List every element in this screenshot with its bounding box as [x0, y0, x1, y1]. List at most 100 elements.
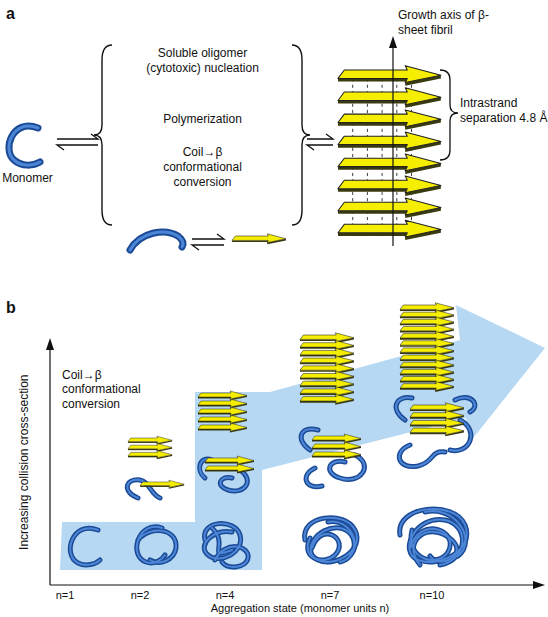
strand [338, 88, 441, 108]
backward-half-arrow [57, 145, 98, 150]
node-text: Soluble oligomer (cytotoxic) nucleation [145, 46, 260, 76]
strand [410, 411, 464, 421]
strand [300, 348, 354, 358]
strand [312, 442, 361, 452]
coil [137, 527, 176, 563]
strand [312, 434, 361, 444]
right-brace [292, 45, 310, 225]
monomer-group: Monomer [0, 115, 55, 190]
monomer-coil [9, 126, 40, 165]
tick-label: n=10 [412, 589, 452, 602]
fibril-stack [128, 436, 172, 459]
coil [204, 524, 248, 567]
strand [198, 407, 247, 417]
coil [200, 459, 248, 491]
coil-outlines [70, 397, 475, 566]
tick-label: n=7 [310, 589, 350, 602]
axis-title: Aggregation state (monomer units n) [150, 602, 450, 615]
tick-label: n=4 [205, 589, 245, 602]
coil [396, 397, 475, 466]
coil [400, 509, 467, 565]
tick-label: n=1 [45, 589, 85, 602]
strand [300, 387, 354, 397]
node-text: Polymerization [130, 112, 275, 127]
coil-highlight [9, 126, 40, 165]
arrow-head [389, 36, 397, 48]
strand [140, 480, 184, 489]
arrow-head [533, 581, 545, 589]
axis-title: Increasing collision cross-section [17, 332, 31, 592]
left-brace [94, 45, 112, 225]
coil [204, 524, 248, 567]
forward-half-arrow [57, 134, 98, 139]
coil-outline [130, 232, 183, 250]
strand [338, 220, 441, 240]
strand [128, 443, 172, 452]
node-text: Growth axis of β-sheet fibril [398, 8, 508, 38]
node-text: Intrastrand separation 4.8 Å [460, 96, 548, 126]
coil [137, 527, 176, 563]
hydrogen-bonds [353, 78, 412, 232]
node-text: Coil→β conformational conversion [155, 145, 250, 190]
strand [312, 450, 361, 460]
mixed-aggregate [312, 434, 361, 460]
strand [400, 339, 454, 349]
strand [128, 451, 172, 460]
equilibrium-connector [57, 134, 98, 150]
equilibrium-connector [307, 134, 333, 150]
coil-highlight [130, 232, 183, 250]
strand [400, 381, 454, 391]
coil [301, 429, 364, 487]
coil [305, 518, 357, 562]
strand [198, 391, 247, 401]
strand [400, 360, 454, 370]
strand [400, 367, 454, 377]
separation-brace [440, 70, 458, 160]
strand [205, 464, 254, 474]
strand [300, 379, 354, 389]
mixed-aggregate [205, 456, 254, 474]
coil [200, 459, 248, 491]
strand [410, 418, 464, 428]
strand [400, 353, 454, 363]
strand [400, 374, 454, 384]
y-axis [49, 346, 50, 585]
coil [70, 528, 100, 565]
equilibrium-arrow [192, 234, 224, 250]
strand [198, 415, 247, 425]
forward-half-arrow [192, 234, 224, 239]
backward-half-arrow [307, 145, 333, 150]
backward-half-arrow [192, 245, 224, 250]
fibril-stack [198, 391, 247, 433]
strand [400, 317, 454, 327]
tick-label: n=2 [120, 589, 160, 602]
strand [410, 403, 464, 413]
strand [338, 176, 441, 196]
annotation-text: Coil→β conformational conversion [62, 368, 157, 411]
beta-strand [232, 234, 286, 244]
strand [300, 364, 354, 374]
strand [400, 324, 454, 334]
strand [205, 456, 254, 466]
mixed-aggregate [140, 480, 184, 489]
panel-letter: a [6, 4, 26, 23]
strand [410, 426, 464, 436]
fibril-stack [300, 333, 354, 405]
trend-band-arrow [60, 305, 545, 570]
coil [301, 429, 364, 487]
strand [128, 436, 172, 445]
strand [198, 399, 247, 409]
strand [232, 234, 286, 244]
arrow-head [46, 338, 54, 350]
coil [127, 480, 160, 498]
growth-axis [392, 46, 393, 246]
strand [338, 66, 441, 86]
strand [198, 423, 247, 433]
forward-half-arrow [307, 134, 333, 139]
strand [338, 132, 441, 152]
coil [400, 509, 467, 565]
node-text: Monomer [0, 171, 55, 186]
strand [300, 333, 354, 343]
